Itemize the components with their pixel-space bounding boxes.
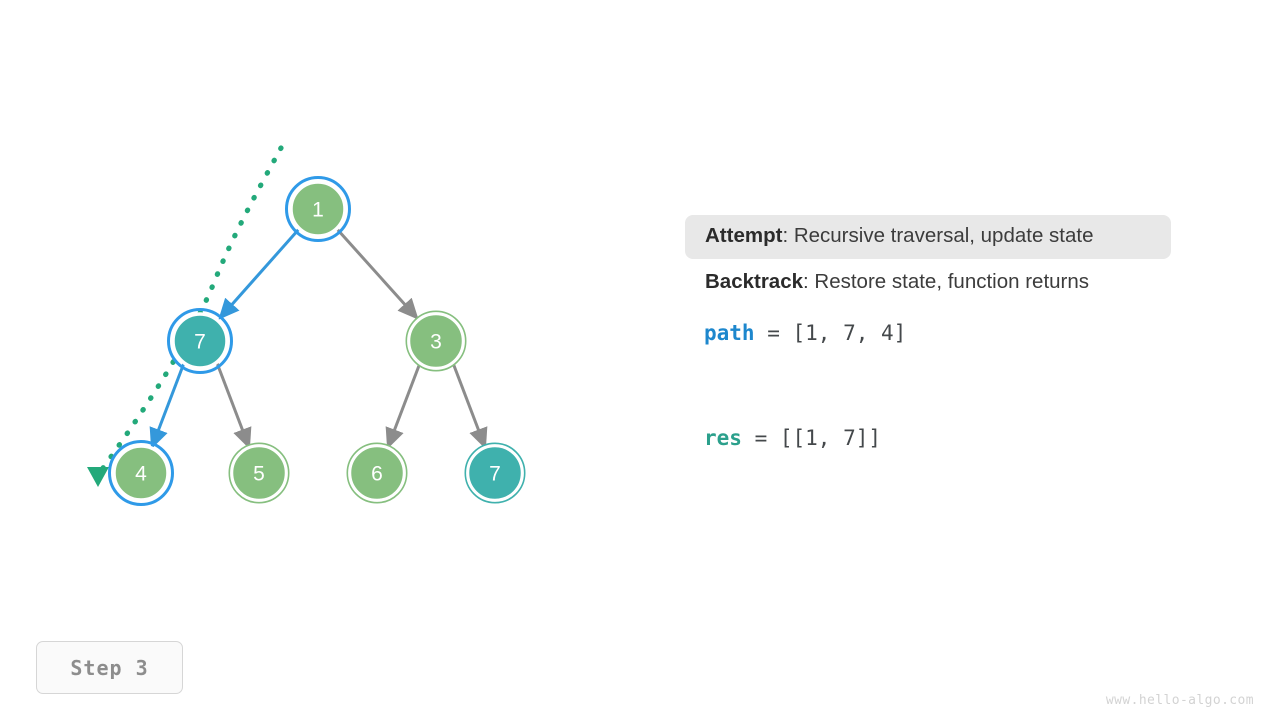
node-7-left-circle <box>171 312 229 370</box>
step-badge: Step 3 <box>36 641 183 694</box>
node-3-outline-ring <box>405 310 467 372</box>
node-5-circle <box>229 443 289 503</box>
res-variable-name: res <box>704 426 742 450</box>
node-7-right-circle <box>465 443 525 503</box>
path-down-triangle-icon <box>87 467 109 487</box>
edge-1-to-3 <box>335 227 419 320</box>
node-7-right-outline-ring <box>464 442 526 504</box>
edge-7-to-4 <box>149 362 186 450</box>
tree-node-4[interactable]: 4 <box>108 440 174 506</box>
node-7-left-label: 7 <box>194 331 206 354</box>
path-variable-name: path <box>704 321 755 345</box>
node-1-highlight-ring <box>285 176 351 242</box>
edge-7-to-5 <box>215 362 252 450</box>
binary-tree-diagram: 1 7 3 4 5 <box>87 145 526 506</box>
info-panel: Attempt: Recursive traversal, update sta… <box>685 215 1245 449</box>
edge-1-to-7 <box>218 228 301 320</box>
backtrack-description: : Restore state, function returns <box>803 269 1090 293</box>
backtrack-text: Backtrack: Restore state, function retur… <box>705 269 1225 293</box>
res-variable-value: = [[1, 7]] <box>741 426 882 450</box>
tree-node-5[interactable]: 5 <box>228 442 290 504</box>
edge-3-to-7 <box>451 362 488 450</box>
path-variable-row: path = [1, 7, 4] <box>685 323 1245 344</box>
attempt-description: : Recursive traversal, update state <box>782 224 1094 247</box>
node-5-label: 5 <box>253 463 265 486</box>
res-variable-row: res = [[1, 7]] <box>685 428 1245 449</box>
node-1-label: 1 <box>312 199 324 222</box>
attempt-row: Attempt: Recursive traversal, update sta… <box>685 215 1171 259</box>
node-3-circle <box>406 311 466 371</box>
tree-node-6[interactable]: 6 <box>346 442 408 504</box>
step-badge-label: Step 3 <box>70 655 149 680</box>
attempt-label: Attempt <box>705 224 783 247</box>
node-7-left-highlight-ring <box>167 308 233 374</box>
backtracking-dotted-path <box>87 145 284 487</box>
tree-node-1[interactable]: 1 <box>285 176 351 242</box>
node-4-label: 4 <box>135 463 147 486</box>
tree-edges <box>149 227 488 450</box>
path-variable-value: = [1, 7, 4] <box>754 321 907 345</box>
backtrack-label: Backtrack <box>705 269 804 293</box>
node-5-outline-ring <box>228 442 290 504</box>
tree-node-7-right[interactable]: 7 <box>464 442 526 504</box>
node-1-circle <box>289 180 347 238</box>
tree-svg: 1 7 3 4 5 <box>87 145 526 506</box>
node-6-circle <box>347 443 407 503</box>
tree-node-3[interactable]: 3 <box>405 310 467 372</box>
backtrack-row: Backtrack: Restore state, function retur… <box>685 261 1245 305</box>
node-7-right-label: 7 <box>489 463 501 486</box>
watermark: www.hello-algo.com <box>1105 693 1254 708</box>
node-4-circle <box>112 444 170 502</box>
node-6-outline-ring <box>346 442 408 504</box>
tree-node-7-left[interactable]: 7 <box>167 308 233 374</box>
attempt-text: Attempt: Recursive traversal, update sta… <box>705 224 1151 247</box>
edge-3-to-6 <box>385 362 422 450</box>
node-6-label: 6 <box>371 463 383 486</box>
node-4-highlight-ring <box>108 440 174 506</box>
node-3-label: 3 <box>430 331 442 354</box>
